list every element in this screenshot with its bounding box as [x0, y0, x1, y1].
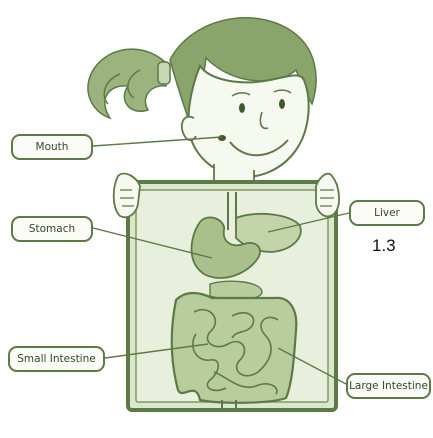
label-stomach: Stomach [11, 216, 93, 242]
figure-number: 1.3 [372, 236, 396, 256]
ear [182, 117, 196, 140]
hand-right [316, 174, 339, 217]
mouth-dot [218, 135, 226, 141]
ponytail [88, 49, 166, 118]
large-intestine [172, 293, 297, 403]
hand-left [114, 174, 140, 218]
pancreas [210, 281, 262, 299]
eye-left [239, 103, 245, 113]
label-liver: Liver [349, 200, 425, 226]
face [188, 66, 308, 177]
label-large-intestine: Large Intestine [346, 373, 431, 399]
label-small-intestine: Small Intestine [8, 346, 105, 372]
eye-right [279, 99, 285, 109]
label-mouth: Mouth [11, 134, 93, 160]
hair-tie [158, 62, 170, 84]
